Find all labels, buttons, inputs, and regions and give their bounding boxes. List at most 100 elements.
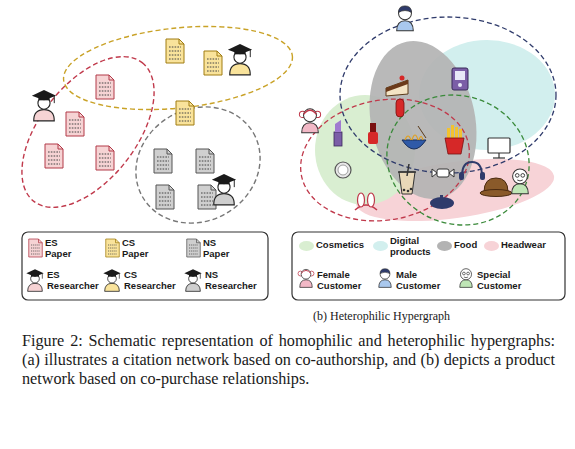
legend-label: Digital products [390, 236, 434, 257]
ns-hyperedge [115, 85, 282, 246]
legend-swatch [373, 241, 388, 251]
candy-icon [437, 169, 449, 177]
es-paper-icon [96, 75, 114, 99]
sausage-icon [396, 99, 404, 117]
candy-icon [432, 169, 454, 177]
ns-paper-icon [154, 149, 172, 173]
mirror-icon [335, 162, 351, 178]
legend-swatch [484, 241, 499, 251]
cs-paper-icon [204, 51, 222, 75]
legend-label: Male Customer [396, 270, 446, 291]
headphones-icon [459, 162, 485, 180]
legend-label: Food [454, 240, 488, 251]
cs-researcher-icon [103, 269, 120, 291]
cake-icon [386, 76, 408, 97]
game-device-icon [452, 68, 468, 90]
legend-label: Special Customer [477, 270, 533, 291]
hat-icon [480, 190, 512, 197]
bubble-tea-icon [407, 164, 409, 176]
es-hyperedge [0, 33, 180, 231]
nail-polish-icon [370, 123, 376, 132]
legend-label: Headwear [501, 240, 561, 251]
legend-label: ES Paper [45, 238, 77, 259]
fries-icon [445, 138, 464, 154]
legend-label: NS Paper [203, 238, 235, 259]
legend-box [22, 232, 268, 300]
legend-label: CS Paper [122, 238, 154, 259]
headphones-icon [459, 172, 464, 180]
monitor-icon [493, 157, 505, 158]
bunny-headband-icon [368, 193, 375, 207]
bubble-tea-icon [410, 188, 413, 191]
headphones-icon [480, 172, 485, 180]
food-region [356, 31, 491, 209]
game-device-icon [452, 68, 468, 90]
game-device-icon [455, 71, 465, 80]
es-paper-icon [45, 144, 63, 168]
legend-label: ES Researcher [47, 270, 99, 291]
cake-icon [386, 80, 408, 96]
special-customer-icon [512, 169, 529, 194]
mirror-icon [335, 162, 351, 178]
heterophilic-panel [291, 6, 565, 300]
ns-researcher-icon [184, 269, 201, 291]
candy-icon [432, 169, 454, 177]
bubble-tea-icon [407, 190, 410, 193]
noodle-bowl-icon [402, 140, 426, 149]
male-customer-icon [397, 6, 414, 31]
cs-paper-icon [176, 101, 194, 125]
cake-icon [400, 76, 405, 81]
legend-box [292, 232, 565, 300]
special-hyperedge [368, 75, 547, 245]
cake-icon [386, 80, 408, 92]
ns-paper-icon [196, 149, 214, 173]
male-customer-icon [379, 269, 391, 288]
ns-researcher-icon [212, 174, 236, 205]
es-researcher-icon [32, 90, 56, 121]
female-hyperedge [291, 86, 479, 234]
legend-swatch [437, 241, 452, 251]
bubble-tea-icon [403, 189, 406, 192]
es-researcher-icon [26, 269, 43, 291]
bubble-tea-icon [398, 164, 416, 194]
noodle-bowl-icon [405, 135, 423, 140]
game-device-icon [458, 83, 462, 87]
fries-icon [445, 125, 464, 154]
cs-researcher-icon [228, 44, 252, 75]
beret-icon [430, 195, 454, 209]
legend-label: CS Researcher [124, 270, 176, 291]
monitor-icon [488, 138, 510, 153]
male-hyperedge [340, 17, 556, 173]
es-paper-icon [96, 146, 114, 170]
legend-label: NS Researcher [205, 270, 261, 291]
monitor-icon [488, 138, 510, 158]
noodle-bowl-icon [402, 126, 426, 149]
nail-polish-icon [368, 132, 378, 144]
lipstick-icon [335, 120, 341, 132]
sausage-icon [396, 99, 404, 117]
bunny-headband-icon [355, 193, 377, 210]
es-paper-icon [66, 112, 84, 136]
cs-paper-icon [166, 39, 184, 63]
lipstick-icon [334, 120, 342, 146]
noodle-bowl-icon [418, 126, 426, 138]
special-customer-icon [460, 269, 472, 288]
female-customer-icon [298, 269, 314, 287]
lipstick-icon [334, 132, 342, 146]
legend-label: Female Customer [317, 270, 367, 291]
bunny-headband-icon [358, 193, 365, 207]
cs-paper-icon [106, 239, 120, 257]
figure-caption: Figure 2: Schematic representation of ho… [22, 332, 555, 389]
legend-label: Cosmetics [316, 240, 376, 251]
headphones-icon [462, 162, 482, 176]
ns-paper-icon [187, 239, 201, 257]
nail-polish-icon [368, 123, 378, 144]
mirror-icon [338, 165, 348, 175]
legend-swatch [299, 241, 314, 251]
beret-icon [430, 197, 454, 209]
female-customer-icon [299, 109, 320, 133]
beret-icon [440, 195, 443, 198]
hat-icon [480, 178, 512, 197]
homophilic-panel [0, 16, 297, 300]
